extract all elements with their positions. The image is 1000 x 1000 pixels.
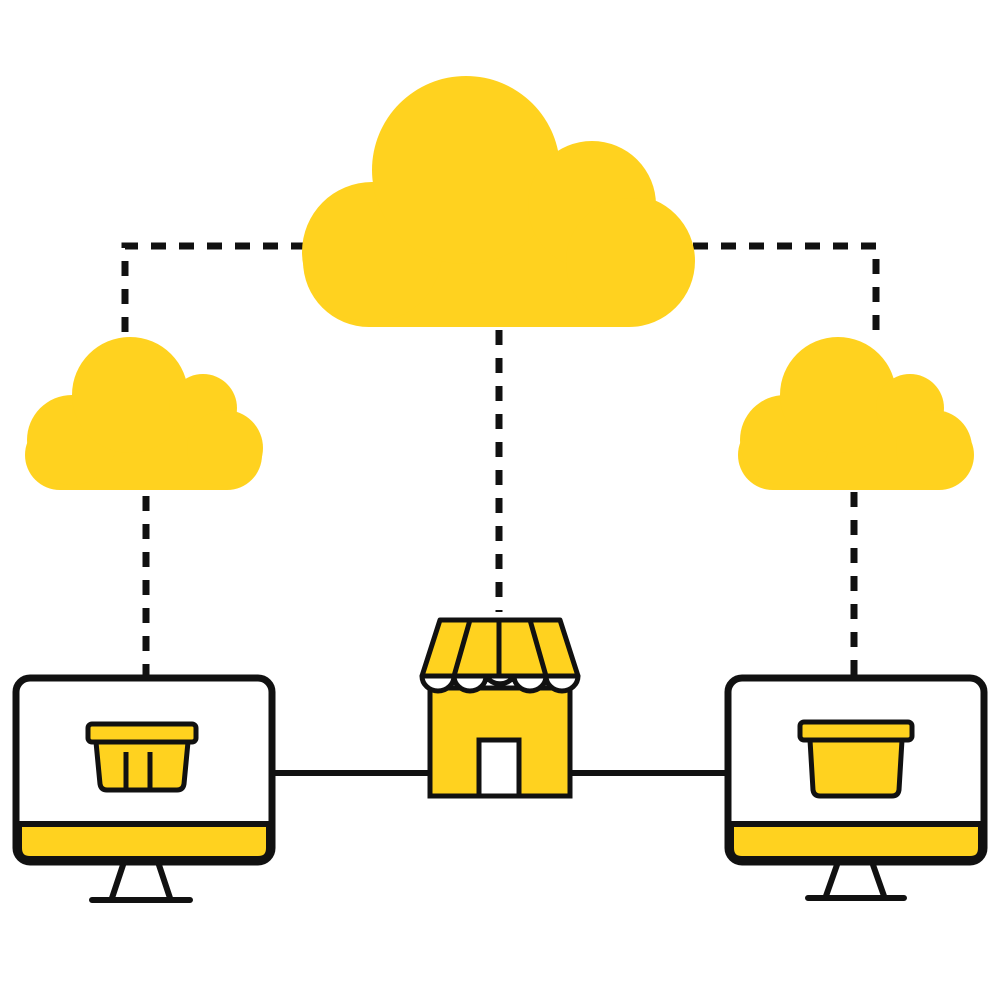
store-door: [476, 737, 522, 799]
store-awning-scallops: [419, 673, 581, 694]
main-cloud-icon: [302, 76, 695, 327]
dashed-connectors: [121, 242, 880, 676]
right-cloud-icon: [738, 337, 974, 490]
connector-main-cloud-to-right-cloud: [693, 242, 880, 338]
left-cloud-icon: [25, 337, 263, 490]
left-monitor-icon: [12, 674, 276, 903]
shopping-basket-icon: [797, 719, 915, 799]
connector-main-cloud-to-left-cloud: [121, 242, 306, 338]
shopping-basket-icon: [85, 721, 199, 793]
right-monitor-icon: [724, 674, 988, 901]
storefront-icon: [419, 617, 581, 799]
